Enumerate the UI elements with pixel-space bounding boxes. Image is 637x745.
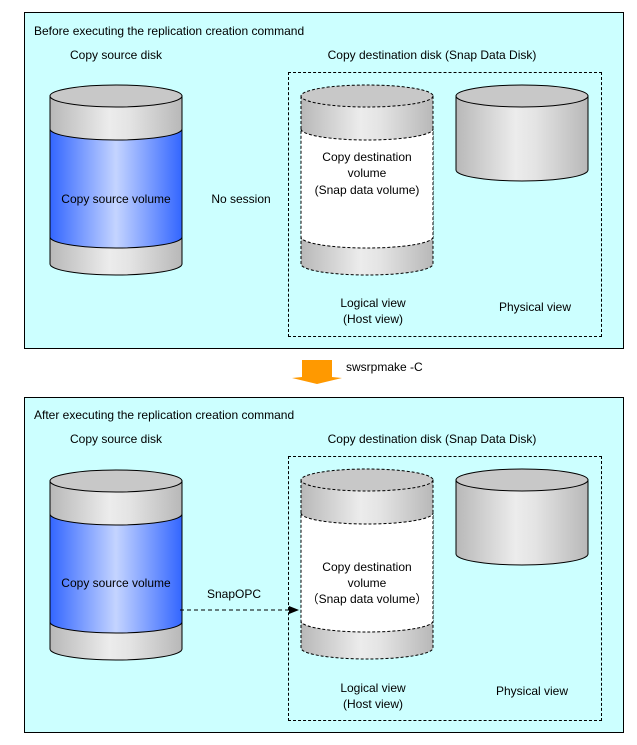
physical-view-label: Physical view xyxy=(498,300,572,314)
dest-volume-label-line2: volume xyxy=(347,166,387,180)
logical-view-label-line2: (Host view) xyxy=(342,312,404,326)
dest-volume-label-line1: Copy destination xyxy=(322,150,412,164)
logical-view-label-line1: Logical view xyxy=(340,681,406,695)
dest-volume-label-line2: volume xyxy=(347,576,387,590)
physical-disk-icon xyxy=(455,84,589,182)
dest-disk-label: Copy destination disk (Snap Data Disk) xyxy=(327,432,537,446)
panel-title: Before executing the replication creatio… xyxy=(34,24,305,38)
snapopc-arrow-icon xyxy=(180,606,299,614)
copy-source-disk-icon xyxy=(49,84,183,276)
panel-before: Before executing the replication creatio… xyxy=(24,12,624,349)
dest-disk-box xyxy=(288,72,602,337)
dest-disk-label: Copy destination disk (Snap Data Disk) xyxy=(327,48,537,62)
physical-view-label: Physical view xyxy=(495,684,569,698)
relation-label: SnapOPC xyxy=(206,587,262,601)
dest-volume-label-line1: Copy destination xyxy=(322,560,412,574)
dest-disk-box xyxy=(288,456,602,721)
panel-title: After executing the replication creation… xyxy=(34,408,295,422)
dest-volume-label-line3: （Snap data volume） xyxy=(306,592,428,606)
source-disk-label: Copy source disk xyxy=(69,48,163,62)
source-volume-label: Copy source volume xyxy=(61,192,171,206)
copy-source-disk-icon xyxy=(49,469,183,661)
command-label: swsrpmake -C xyxy=(346,360,423,374)
copy-destination-disk-icon xyxy=(300,84,434,276)
copy-destination-disk-icon xyxy=(300,468,434,660)
dest-volume-label-line3: (Snap data volume) xyxy=(314,183,420,197)
logical-view-label-line1: Logical view xyxy=(340,296,406,310)
logical-view-label-line2: (Host view) xyxy=(342,697,404,711)
source-disk-label: Copy source disk xyxy=(69,432,163,446)
relation-label: No session xyxy=(211,192,271,206)
orange-down-arrow-icon xyxy=(292,360,342,384)
physical-disk-icon xyxy=(455,468,589,566)
source-volume-label: Copy source volume xyxy=(61,576,171,590)
panel-after: After executing the replication creation… xyxy=(24,397,624,733)
